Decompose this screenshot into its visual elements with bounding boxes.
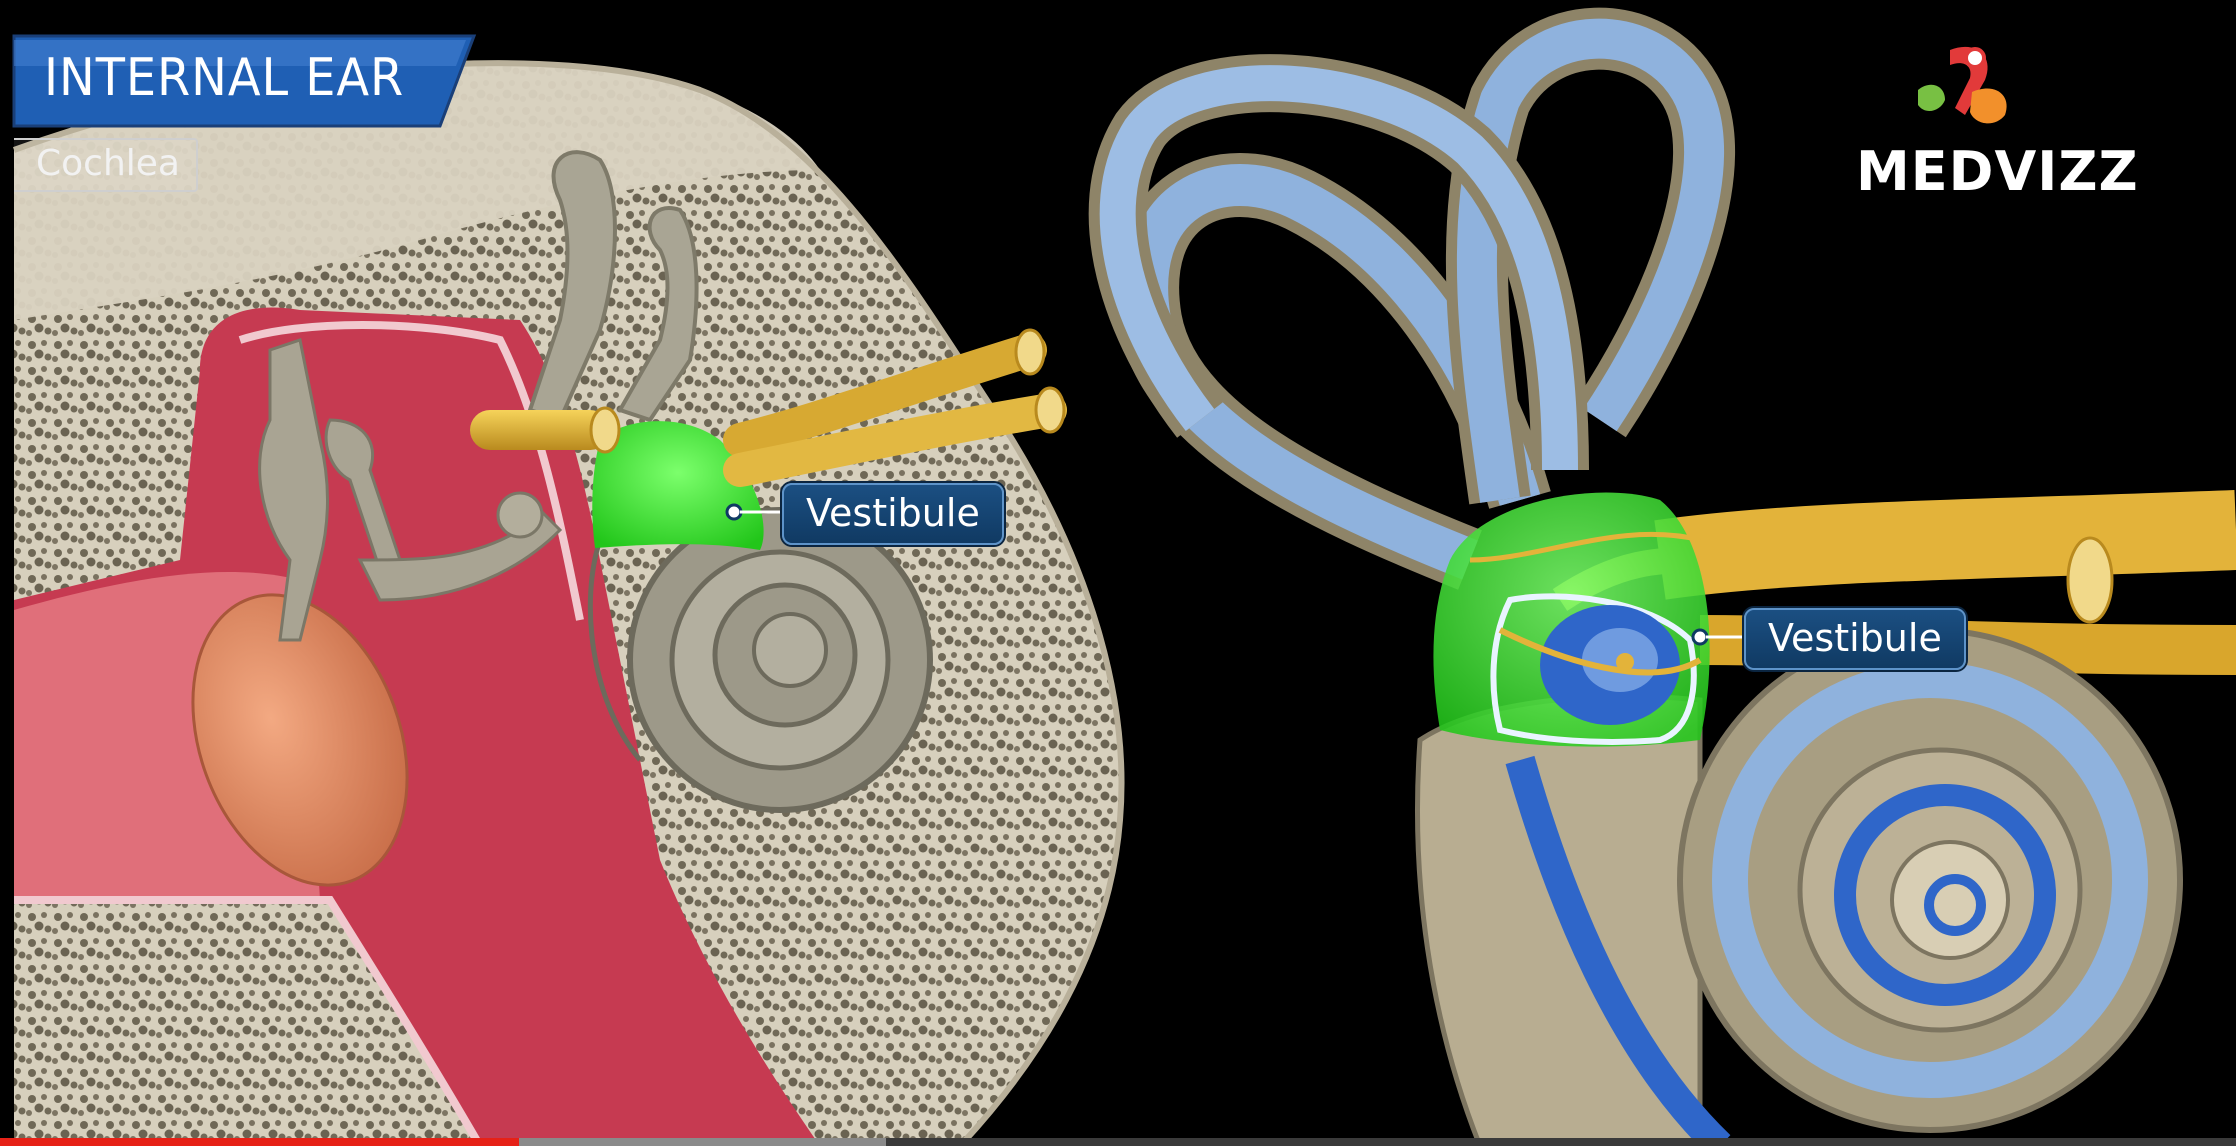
left-cochlea [587, 507, 933, 813]
left-callout-dot [725, 503, 743, 521]
tympanic-membrane [191, 593, 409, 887]
left-nerves [470, 328, 1067, 487]
right-semicircular-canals [1088, 7, 1736, 590]
right-vestibule-highlight [1433, 492, 1710, 747]
medvizz-logo-icon [1918, 46, 2007, 124]
medvizz-logo: MEDVIZZ [1856, 140, 2139, 203]
video-played [0, 1138, 519, 1146]
ossicles [258, 338, 563, 642]
title: INTERNAL EAR [44, 48, 405, 108]
left-vestibule-highlight [592, 421, 764, 550]
subtitle-badge: Cochlea [14, 138, 198, 192]
left-vestibule-label: Vestibule [782, 483, 1004, 545]
middle-ear-cavity [14, 307, 820, 1146]
right-callout-dot [1691, 628, 1709, 646]
video-buffered [519, 1138, 886, 1146]
video-progress-bar[interactable] [0, 1138, 2236, 1146]
right-vestibule-label: Vestibule [1744, 608, 1966, 670]
left-semicircular-canals [527, 150, 699, 423]
